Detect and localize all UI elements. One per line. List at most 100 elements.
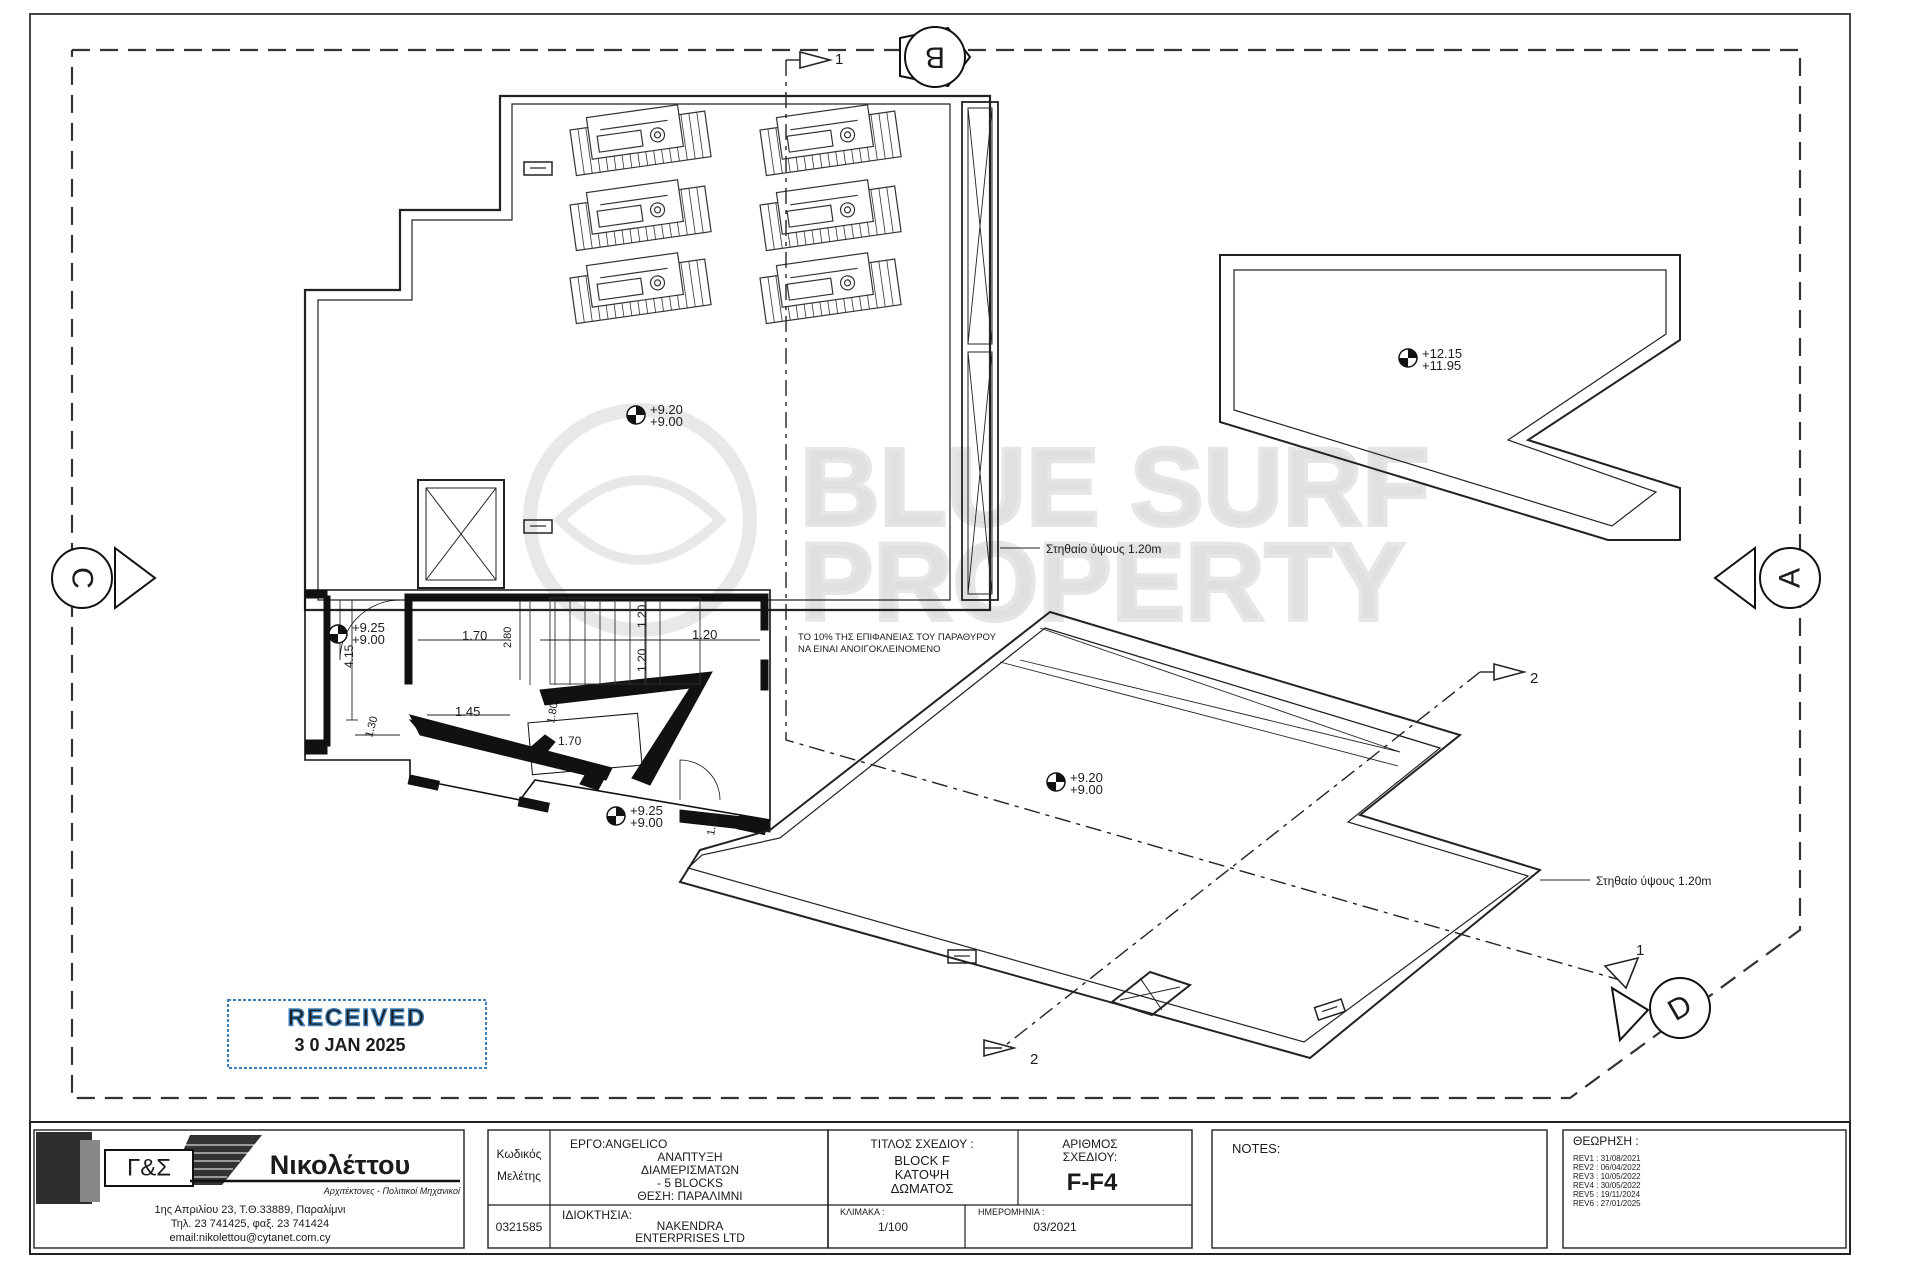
- window-note-line-1: ΤΟ 10% ΤΗΣ ΕΠΙΦΑΝΕΙΑΣ ΤΟΥ ΠΑΡΑΘΥΡΟΥ: [798, 632, 997, 643]
- project-line-3: ΔΙΑΜΕΡΙΣΜΑΤΩΝ: [641, 1163, 739, 1177]
- company-name: Νικολέττου: [270, 1150, 410, 1180]
- roof-drain-2: [523, 519, 553, 534]
- dim-1-30-left: 1.30: [363, 715, 380, 739]
- dim-1-20-low: 1.20: [635, 648, 649, 672]
- drawing-number: F-F4: [1067, 1169, 1118, 1196]
- watermark-line-2: PROPERTY: [800, 521, 1405, 644]
- axis-bubble-c: C: [51, 546, 157, 610]
- solar-panel-6: [759, 252, 902, 325]
- title-block: [29, 1121, 1851, 1255]
- axis-label-c: C: [66, 567, 99, 589]
- owner-label: ΙΔΙΟΚΤΗΣΙΑ:: [562, 1208, 632, 1222]
- solar-panel-4: [759, 179, 902, 252]
- solar-panel-1: [569, 104, 712, 177]
- revision-5: REV5 : 19/11/2024: [1573, 1190, 1641, 1199]
- solar-panel-5: [569, 252, 712, 325]
- level-stair-bottom-bottom: +9.00: [630, 815, 663, 830]
- parapet-note-2: Στηθαίο ύψους 1.20m: [1596, 874, 1711, 888]
- solar-panels: [569, 104, 902, 325]
- dim-4-15: 4.15: [342, 644, 356, 668]
- level-roof-lower-bottom: +9.00: [1070, 782, 1103, 797]
- level-stair-left-top: +9.25: [352, 620, 385, 635]
- project-line-4: - 5 BLOCKS: [657, 1176, 723, 1190]
- section-line-2: [983, 662, 1528, 1058]
- revision-6: REV6 : 27/01/2025: [1573, 1199, 1641, 1208]
- company-email: email:nikolettou@cytanet.com.cy: [170, 1232, 331, 1244]
- owner-line-2: ENTERPRISES LTD: [635, 1231, 745, 1245]
- company-phone: Τηλ. 23 741425, φαξ. 23 741424: [171, 1218, 329, 1230]
- lower-right-roof: [678, 610, 1543, 1060]
- axis-bubble-d: D: [1610, 977, 1711, 1043]
- main-roof-outline: [303, 94, 999, 612]
- axis-bubble-b: B: [899, 26, 972, 88]
- level-stair-left-bottom: +9.00: [352, 632, 385, 647]
- owner-line-1: NAKENDRA: [657, 1219, 724, 1233]
- project-line-5: ΘΕΣΗ: ΠΑΡΑΛΙΜΝΙ: [637, 1189, 742, 1203]
- project-line-1: ΕΡΓΟ:ANGELICO: [570, 1137, 667, 1151]
- roof-drain-1: [523, 161, 553, 176]
- revisions-label: ΘΕΩΡΗΣΗ :: [1573, 1134, 1639, 1148]
- received-stamp: RECEIVED 3 0 JAN 2025: [227, 999, 487, 1069]
- company-logo-symbol: Γ&Σ: [127, 1155, 171, 1182]
- window-note-line-2: ΝΑ ΕΙΝΑΙ ΑΝΟΙΓΟΚΛΕΙΝΟΜΕΝΟ: [798, 644, 941, 655]
- drawing-no-label-2: ΣΧΕΔΙΟΥ:: [1063, 1150, 1117, 1164]
- dimension-lines: [346, 599, 760, 736]
- level-roof-lower-top: +9.20: [1070, 770, 1103, 785]
- watermark-line-1: BLUE SURF: [800, 426, 1429, 549]
- section-marker-2-top: 2: [1530, 670, 1538, 687]
- company-subtitle: Αρχιτέκτονες - Πολιτικοί Μηχανικοί: [323, 1186, 461, 1196]
- axis-label-b: B: [925, 41, 945, 74]
- company-address: 1ης Απριλίου 23, Τ.Θ.33889, Παραλίμνι: [155, 1204, 346, 1216]
- revision-2: REV2 : 06/04/2022: [1573, 1163, 1641, 1172]
- dim-1-70: 1.70: [462, 628, 487, 643]
- dim-1-30-right: 1.30: [705, 813, 721, 836]
- company-logo: Γ&Σ Νικολέττου Αρχιτέκτονες - Πολιτικοί …: [36, 1132, 461, 1204]
- drawing-title-line-2: ΚΑΤΟΨΗ: [895, 1167, 949, 1182]
- solar-panel-2: [759, 104, 902, 177]
- level-marker-roof-lower: +9.20 +9.00: [1046, 770, 1103, 797]
- parapet-note-1: Στηθαίο ύψους 1.20m: [1046, 542, 1161, 556]
- level-roof-main-bottom: +9.00: [650, 414, 683, 429]
- stamp-date: 3 0 JAN 2025: [294, 1035, 405, 1055]
- revision-4: REV4 : 30/05/2022: [1573, 1181, 1641, 1190]
- drawing-title-line-3: ΔΩΜΑΤΟΣ: [891, 1181, 954, 1196]
- date-value: 03/2021: [1033, 1220, 1077, 1234]
- level-stair-bottom-top: +9.25: [630, 803, 663, 818]
- upper-right-roof: [1219, 254, 1681, 541]
- study-code: 0321585: [496, 1220, 543, 1234]
- level-marker-stair-bottom: +9.25 +9.00: [606, 803, 663, 830]
- dim-1-80: 1.80: [545, 701, 561, 724]
- level-marker-roof-main: +9.20 +9.00: [626, 402, 683, 429]
- level-roof-upper-top: +12.15: [1422, 346, 1462, 361]
- drawing-title-line-1: BLOCK F: [894, 1153, 950, 1168]
- project-line-2: ΑΝΑΠΤΥΞΗ: [657, 1150, 722, 1164]
- notes-label: NOTES:: [1232, 1141, 1280, 1156]
- drawing-no-label-1: ΑΡΙΘΜΟΣ: [1062, 1137, 1117, 1151]
- lower-roof-hatch: [1109, 970, 1193, 1017]
- dim-1-20-top: 1.20: [635, 604, 649, 628]
- section-marker-1-top: 1: [835, 51, 843, 68]
- dim-1-45: 1.45: [455, 704, 480, 719]
- section-marker-2-bottom: 2: [1030, 1051, 1038, 1068]
- roof-drain-4: [1313, 998, 1347, 1021]
- watermark: BLUE SURF PROPERTY: [523, 403, 1431, 646]
- stair-core: [304, 589, 771, 836]
- roof-hatch: [417, 479, 505, 589]
- level-roof-upper-bottom: +11.95: [1422, 358, 1461, 373]
- level-marker-stair-left: +9.25 +9.00: [328, 620, 385, 647]
- section-line-1: [785, 50, 1640, 990]
- drawing-title-label: ΤΙΤΛΟΣ ΣΧΕΔΙΟΥ :: [870, 1137, 973, 1151]
- revision-3: REV3 : 10/05/2022: [1573, 1172, 1641, 1181]
- axis-bubble-a: A: [1713, 546, 1821, 610]
- study-code-label-2: Μελέτης: [497, 1169, 541, 1183]
- section-marker-1-bottom: 1: [1636, 942, 1644, 959]
- date-label: ΗΜΕΡΟΜΗΝΙΑ :: [978, 1207, 1045, 1217]
- dim-1-70-low: 1.70: [558, 734, 582, 748]
- stamp-title: RECEIVED: [288, 1005, 427, 1032]
- dim-2-80: 2.80: [502, 627, 514, 648]
- revision-1: REV1 : 31/08/2021: [1573, 1154, 1641, 1163]
- axis-label-a: A: [1774, 568, 1807, 588]
- scale-value: 1/100: [878, 1220, 908, 1234]
